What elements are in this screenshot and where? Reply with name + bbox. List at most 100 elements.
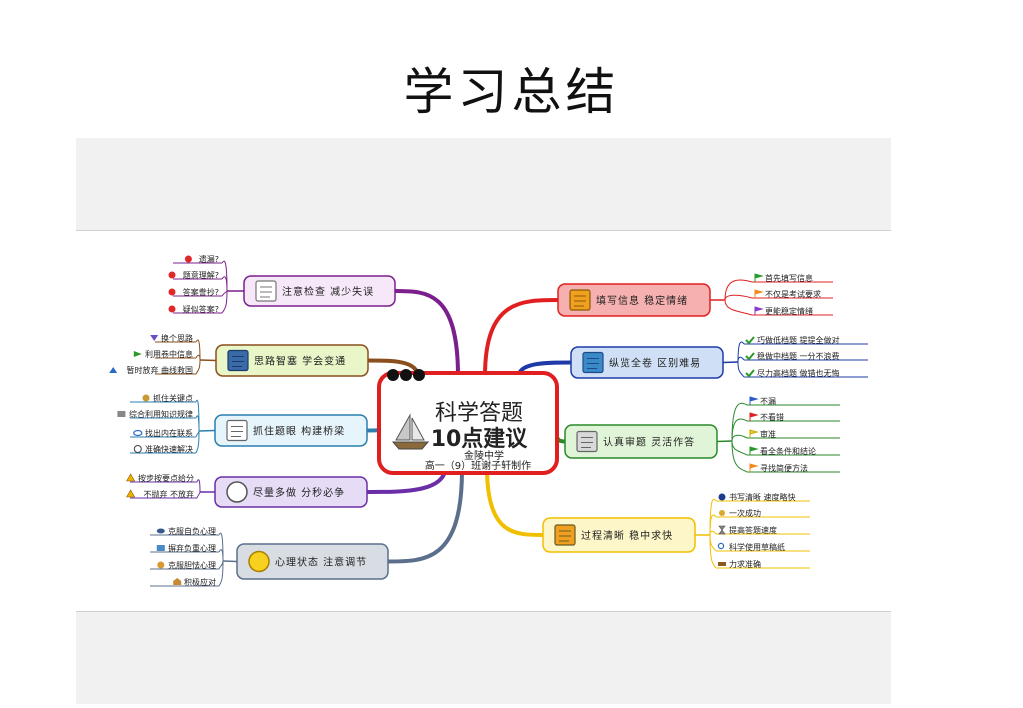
link-icon [133, 429, 143, 437]
leaf-topic[interactable]: 更能稳定情绪 [754, 306, 813, 316]
leaf-topic[interactable]: 摒弃负重心理 [156, 543, 216, 553]
leaf-topic[interactable]: 不抛弃 不放弃 [126, 489, 194, 499]
branch-label: 纵览全卷 区别难易 [609, 357, 701, 370]
leaf-topic[interactable]: 积极应对 [173, 577, 216, 587]
leaf-connector [196, 479, 201, 493]
leaf-label: 摒弃负重心理 [168, 543, 216, 553]
leaf-label: 寻找简便方法 [760, 463, 808, 473]
leaf-connector [218, 532, 224, 562]
central-topic[interactable]: 科学答题 10点建议 金陵中学 高一（9）班谢子轩制作 [377, 369, 559, 475]
leaf-topic[interactable]: 首先填写信息 [754, 273, 813, 283]
leaf-label: 遗漏? [199, 254, 219, 264]
branch-topic[interactable]: 抓住题眼 构建桥梁 [214, 414, 368, 447]
house-icon [173, 578, 182, 585]
leaf-connector [709, 514, 717, 536]
branch-topic[interactable]: 过程清晰 稳中求快 [542, 517, 696, 553]
leaf-connector [731, 434, 748, 442]
leaf-topic[interactable]: 疑似答案? [168, 304, 220, 314]
leaf-topic[interactable]: 不仅是考试要求 [754, 289, 821, 299]
leaf-topic[interactable]: 稳做中档题 一分不浪费 [745, 351, 840, 361]
leaf-connector [195, 415, 200, 432]
leaf-topic[interactable]: 答案誊抄? [168, 287, 220, 297]
leaf-topic[interactable]: 书写清晰 速度略快 [718, 492, 796, 502]
leaf-topic[interactable]: 不漏 [749, 396, 776, 406]
branch-topic[interactable]: 填写信息 稳定情绪 [557, 283, 711, 317]
leaf-topic[interactable]: 科学使用草稿纸 [717, 542, 785, 552]
red-dot-icon [168, 288, 176, 296]
question-book-icon [227, 349, 249, 372]
info-icon [718, 493, 726, 501]
leaf-topic[interactable]: 暂时放弃 曲线救国 [109, 365, 193, 375]
leaf-label: 暂时放弃 曲线救国 [126, 365, 193, 375]
leaf-label: 抓住关键点 [153, 393, 193, 403]
leaf-topic[interactable]: 按步按要点给分 [126, 473, 194, 483]
leaf-topic[interactable]: 一次成功 [719, 508, 761, 518]
bulb-icon [248, 550, 270, 573]
leaf-connector [731, 440, 748, 456]
branch-connector [393, 289, 460, 378]
leaf-label: 审准 [760, 429, 776, 439]
branch-nodes: 遗漏? 题意理解? 答案誊抄? 疑似答案? 注意检查 减少失误换个思路利用卷中信息暂时放… [109, 254, 840, 587]
leaf-connector [195, 354, 201, 361]
leaf-label: 积极应对 [184, 577, 216, 587]
leaf-connector [737, 361, 745, 378]
arrow-up-icon [109, 367, 118, 373]
leaf-connector [709, 530, 717, 536]
green-flag-icon [749, 446, 759, 455]
leaf-connector [218, 560, 224, 570]
branch-topic[interactable]: 心理状态 注意调节 [236, 543, 389, 580]
leaf-label: 答案誊抄? [183, 287, 219, 297]
branch-connector [483, 298, 560, 378]
leaf-topic[interactable]: 克服自负心理 [156, 526, 216, 536]
leaf-topic[interactable]: 不看错 [749, 412, 784, 422]
magnifier-icon [717, 542, 725, 550]
leaf-topic[interactable]: 寻找简便方法 [749, 463, 808, 473]
central-subtitle: 10点建议 [431, 426, 529, 452]
flowchart-icon [554, 524, 576, 546]
leaf-topic[interactable]: 综合利用知识规律 [117, 409, 193, 419]
branch-label: 填写信息 稳定情绪 [596, 294, 688, 307]
leaf-topic[interactable]: 巧做低档题 提提全做对 [745, 335, 840, 345]
branch-topic[interactable]: 认真审题 灵活作答 [564, 424, 718, 459]
leaf-topic[interactable]: 换个思路 [150, 333, 193, 343]
branch-label: 尽量多做 分秒必争 [253, 486, 345, 499]
leaf-label: 科学使用草稿纸 [729, 542, 785, 552]
branch-topic[interactable]: 纵览全卷 区别难易 [570, 346, 724, 379]
leaf-topic[interactable]: 抓住关键点 [142, 393, 194, 403]
leaf-label: 首先填写信息 [765, 273, 813, 283]
branch-label: 抓住题眼 构建桥梁 [253, 425, 345, 438]
leaf-connector [195, 339, 201, 361]
more-dots-icon[interactable] [387, 369, 425, 381]
leaf-label: 不看错 [760, 412, 784, 422]
leaf-topic[interactable]: 准确快速解决 [133, 444, 193, 454]
warning-icon [126, 489, 136, 498]
leaf-connector [731, 418, 748, 442]
branch-connector [386, 468, 464, 564]
leaf-topic[interactable]: 找出内在联系 [133, 428, 193, 438]
leaf-topic[interactable]: 看全条件和结论 [749, 446, 816, 456]
leaf-topic[interactable]: 力求准确 [718, 559, 761, 569]
leaf-topic[interactable]: 提高答题速度 [718, 525, 777, 535]
leaf-topic[interactable]: 克服胆怯心理 [157, 560, 216, 570]
red-dot-icon [168, 271, 176, 279]
leaf-connector [218, 549, 224, 562]
central-title: 科学答题 [435, 401, 523, 426]
leaf-hub-line [198, 429, 216, 432]
leaf-label: 疑似答案? [183, 304, 219, 314]
central-school: 金陵中学 [464, 449, 504, 462]
central-author: 高一（9）班谢子轩制作 [425, 459, 531, 472]
leaf-topic[interactable]: 审准 [749, 429, 776, 439]
leaf-label: 准确快速解决 [145, 444, 193, 454]
leaf-connector [709, 534, 717, 569]
leaf-label: 题意理解? [183, 270, 219, 280]
leaf-topic[interactable]: 利用卷中信息 [133, 349, 193, 359]
leaf-topic[interactable]: 题意理解? [168, 270, 220, 280]
leaf-topic[interactable]: 尽力高档题 做错也无悔 [745, 368, 840, 378]
leaf-hub-line [722, 361, 739, 364]
branch-topic[interactable]: 思路智塞 学会变通 [215, 344, 369, 377]
leaf-hub-line [199, 359, 217, 362]
leaf-connector [731, 440, 748, 473]
branch-topic[interactable]: 尽量多做 分秒必争 [214, 476, 368, 508]
branch-topic[interactable]: 注意检查 减少失误 [243, 275, 396, 307]
leaf-topic[interactable]: 遗漏? [184, 254, 219, 264]
